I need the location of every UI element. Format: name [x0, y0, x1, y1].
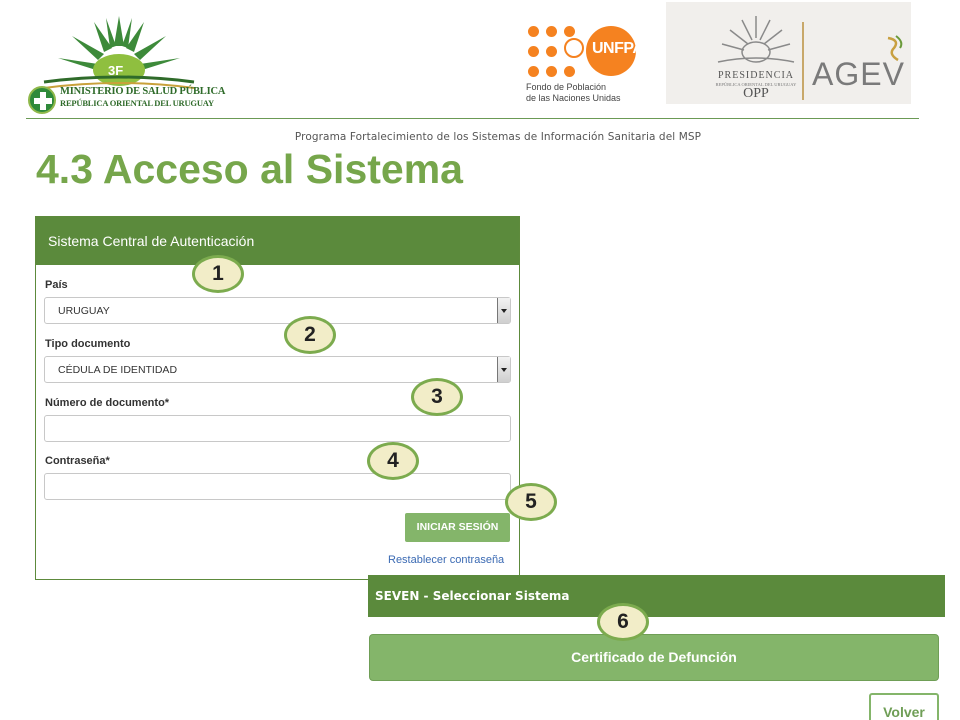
- sun-emblem-icon: 3F: [43, 16, 195, 89]
- step-badge-1: 1: [192, 255, 244, 293]
- unfpa-wordmark: UNFPA: [592, 40, 644, 57]
- country-label: País: [45, 279, 68, 291]
- header-divider: [26, 118, 919, 119]
- page-title: 4.3 Acceso al Sistema: [36, 146, 463, 192]
- login-header: Sistema Central de Autenticación: [36, 217, 519, 265]
- health-cross-icon: [28, 86, 56, 114]
- unfpa-subtitle-1: Fondo de Población: [526, 82, 607, 92]
- un-emblem-icon: [564, 38, 584, 58]
- doc-type-select-value: CÉDULA DE IDENTIDAD: [58, 364, 178, 376]
- opp-label: OPP: [743, 86, 769, 101]
- chevron-down-icon[interactable]: [497, 357, 510, 382]
- unfpa-dots-icon: [528, 26, 584, 78]
- unfpa-logo: UNFPA Fondo de Población de las Naciones…: [524, 22, 644, 106]
- logo-divider: [802, 22, 804, 100]
- step-badge-2: 2: [284, 316, 336, 354]
- password-label: Contraseña*: [45, 455, 110, 467]
- msp-country: REPÚBLICA ORIENTAL DEL URUGUAY: [60, 98, 214, 108]
- step-badge-3: 3: [411, 378, 463, 416]
- step-badge-6: 6: [597, 603, 649, 641]
- doc-number-input[interactable]: [44, 415, 511, 442]
- msp-logo: 3F: [24, 12, 214, 120]
- agev-wordmark: AGEV: [812, 56, 905, 92]
- reset-password-link[interactable]: Restablecer contraseña: [388, 554, 505, 566]
- system-select-header: SEVEN - Seleccionar Sistema: [368, 575, 945, 617]
- system-select-title: SEVEN - Seleccionar Sistema: [375, 589, 570, 603]
- msp-name: MINISTERIO DE SALUD PÚBLICA: [60, 86, 226, 97]
- login-header-title: Sistema Central de Autenticación: [48, 233, 255, 249]
- chevron-down-icon[interactable]: [497, 298, 510, 323]
- country-select-value: URUGUAY: [58, 305, 110, 317]
- presidency-label: PRESIDENCIA: [717, 70, 794, 81]
- doc-number-label: Número de documento*: [45, 397, 170, 409]
- step-badge-4: 4: [367, 442, 419, 480]
- password-input[interactable]: [44, 473, 511, 500]
- unfpa-circle: [586, 26, 636, 76]
- agev-swirl-icon: [887, 35, 903, 62]
- program-subtitle: Programa Fortalecimiento de los Sistemas…: [294, 131, 702, 143]
- back-button[interactable]: Volver: [869, 693, 939, 720]
- doc-type-label: Tipo documento: [45, 338, 131, 350]
- presidency-sun-icon: [717, 16, 795, 63]
- opp-agev-logo: PRESIDENCIA REPÚBLICA ORIENTAL DEL URUGU…: [666, 2, 911, 104]
- login-button[interactable]: INICIAR SESIÓN: [405, 513, 510, 542]
- death-certificate-button[interactable]: Certificado de Defunción: [369, 634, 939, 681]
- country-select[interactable]: URUGUAY: [44, 297, 511, 324]
- svg-text:3F: 3F: [108, 63, 123, 78]
- step-badge-5: 5: [505, 483, 557, 521]
- unfpa-subtitle-2: de las Naciones Unidas: [526, 93, 621, 103]
- presidency-country: REPÚBLICA ORIENTAL DEL URUGUAY: [715, 82, 797, 87]
